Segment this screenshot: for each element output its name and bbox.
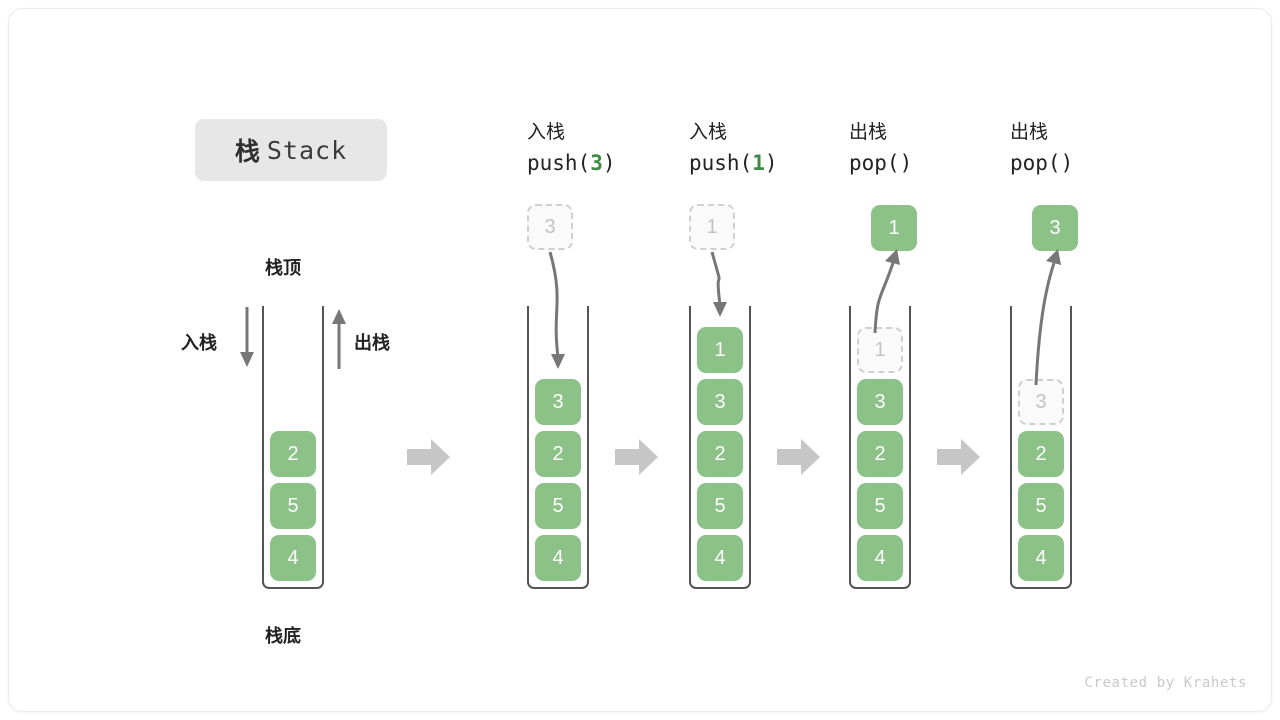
stack-cell-ghost: 1 xyxy=(857,327,903,373)
step-op-label: 出栈 xyxy=(1010,122,1049,143)
stack-cell: 4 xyxy=(1018,535,1064,581)
step-header-4: 出栈 pop() xyxy=(1010,117,1073,175)
stack-elements-step-3: 3 2 5 4 1 xyxy=(849,306,911,589)
transition-arrow-4 xyxy=(937,439,980,475)
stack-cell: 5 xyxy=(857,483,903,529)
step-code-label: pop() xyxy=(1010,151,1074,175)
step-code-label: pop() xyxy=(849,151,913,175)
stack-cell: 1 xyxy=(697,327,743,373)
floating-value-box: 3 xyxy=(527,204,573,250)
diagram-title-badge: 栈 Stack xyxy=(195,119,387,181)
step-header-3: 出栈 pop() xyxy=(849,117,912,175)
floating-value-box: 3 xyxy=(1032,205,1078,251)
stack-cell: 2 xyxy=(270,431,316,477)
step-op-label: 出栈 xyxy=(849,122,888,143)
stack-elements-step-1: 3 2 5 4 xyxy=(527,306,589,589)
transition-arrow-2 xyxy=(615,439,658,475)
push-motion-arrow xyxy=(710,251,727,317)
transition-arrow-3 xyxy=(777,439,820,475)
title-latin: Stack xyxy=(266,135,348,165)
transition-arrow-1 xyxy=(407,439,450,475)
stack-container-initial xyxy=(262,306,324,589)
stack-elements-initial: 2 5 4 xyxy=(262,306,324,589)
stack-cell: 4 xyxy=(270,535,316,581)
step-header-2: 入栈 push(1) xyxy=(689,117,778,175)
stack-cell: 5 xyxy=(270,483,316,529)
push-direction-arrow xyxy=(240,307,254,367)
push-side-label: 入栈 xyxy=(181,333,217,353)
title-cjk: 栈 xyxy=(234,138,260,166)
pop-motion-arrow xyxy=(1034,249,1061,386)
step-header-1: 入栈 push(3) xyxy=(527,117,616,175)
stack-cell: 2 xyxy=(697,431,743,477)
stack-container-step-3 xyxy=(849,306,911,589)
stack-cell: 5 xyxy=(1018,483,1064,529)
pop-side-label: 出栈 xyxy=(354,333,390,353)
stack-cell: 4 xyxy=(535,535,581,581)
step-op-label: 入栈 xyxy=(689,122,728,143)
stack-cell: 5 xyxy=(697,483,743,529)
stack-cell: 3 xyxy=(535,379,581,425)
stack-cell: 2 xyxy=(857,431,903,477)
stack-cell: 3 xyxy=(697,379,743,425)
stack-cell: 5 xyxy=(535,483,581,529)
push-motion-arrow xyxy=(548,251,565,369)
stack-cell: 4 xyxy=(697,535,743,581)
diagram-canvas: 栈 Stack 栈顶 栈底 入栈 出栈 2 5 4 入栈 push(3) 3 3 2 5 4 入栈… xyxy=(8,8,1272,712)
step-code-label: push(1) xyxy=(689,151,778,175)
floating-value-box: 1 xyxy=(689,204,735,250)
floating-value-box: 1 xyxy=(871,205,917,251)
stack-cell: 2 xyxy=(1018,431,1064,477)
step-code-label: push(3) xyxy=(527,151,616,175)
stack-cell: 2 xyxy=(535,431,581,477)
stack-cell: 3 xyxy=(857,379,903,425)
stack-cell-ghost: 3 xyxy=(1018,379,1064,425)
stack-top-label: 栈顶 xyxy=(265,258,301,278)
stack-container-step-4 xyxy=(1010,306,1072,589)
pop-motion-arrow xyxy=(873,249,900,334)
stack-container-step-2 xyxy=(689,306,751,589)
stack-bottom-label: 栈底 xyxy=(265,626,301,646)
stack-container-step-1 xyxy=(527,306,589,589)
stack-elements-step-4: 2 5 4 3 xyxy=(1010,306,1072,589)
step-op-label: 入栈 xyxy=(527,122,566,143)
credit-text: Created by Krahets xyxy=(1084,675,1247,691)
pop-direction-arrow xyxy=(332,309,346,369)
stack-elements-step-2: 1 3 2 5 4 xyxy=(689,306,751,589)
stack-cell: 4 xyxy=(857,535,903,581)
